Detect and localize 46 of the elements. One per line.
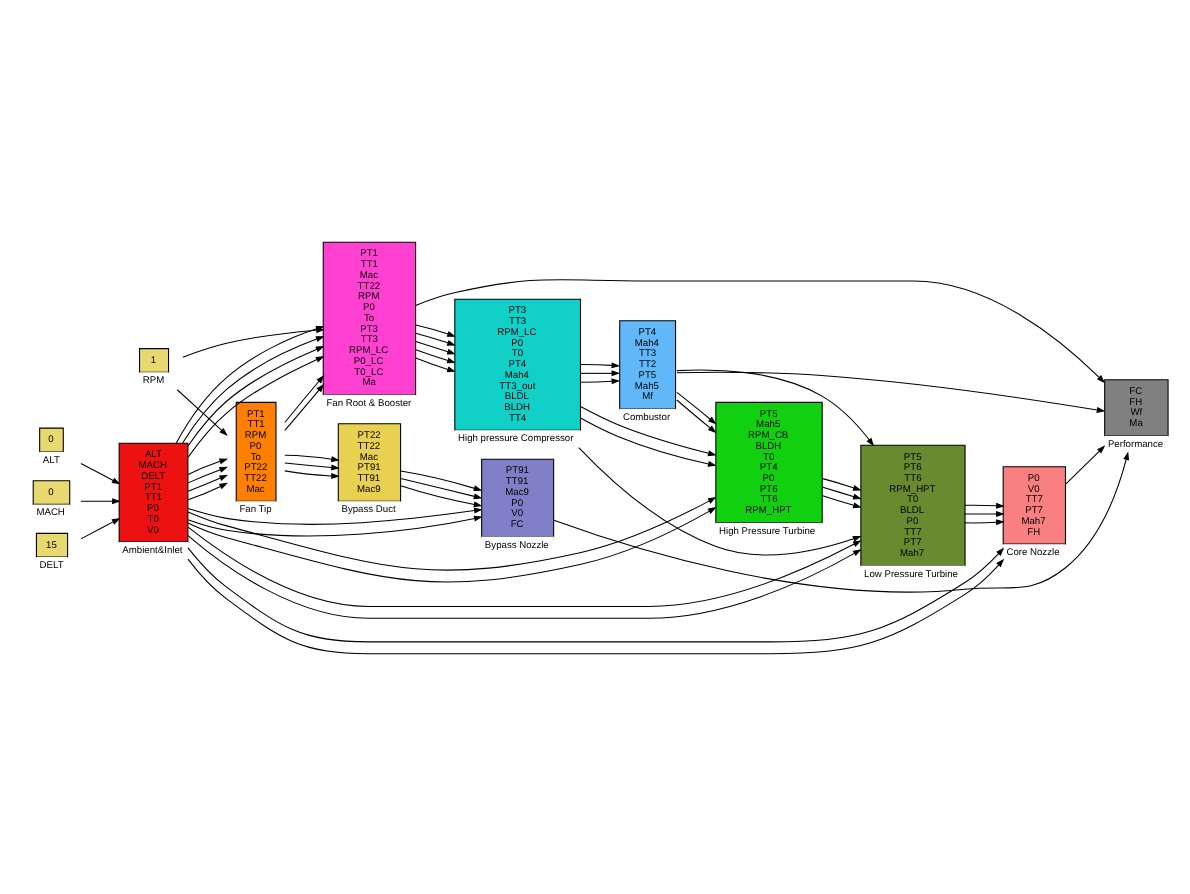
arrow [964,501,1005,508]
arrow [578,446,862,555]
arrow [676,398,717,433]
arrow [415,323,456,336]
arrow [415,340,456,354]
arrow [284,453,340,462]
arrow [1064,444,1106,484]
arrow [400,484,483,507]
arrow [415,278,1106,383]
arrow [552,450,1130,592]
arrow [187,506,717,582]
arrow [415,331,456,345]
arrow [187,506,483,524]
arrow [187,473,228,491]
arrow [284,382,325,430]
arrow [187,546,1005,642]
arrow [579,377,621,384]
arrow [284,461,340,470]
arrow [964,510,1005,517]
arrow [821,476,862,490]
arrow [80,497,121,504]
arrow [676,368,875,446]
arrow [579,416,717,466]
arrow [821,494,862,508]
arrow [284,469,340,478]
arrow [187,514,483,536]
arrow [187,525,862,606]
arrow [964,518,1005,525]
arrow [187,355,325,457]
arrow [284,373,325,422]
arrow [579,369,621,376]
arrow [676,370,1106,412]
arrow [579,361,621,368]
arrow [187,457,229,474]
arrow [415,348,456,363]
arrow [187,481,228,500]
arrow [400,476,483,499]
arrow [400,469,483,491]
arrow [176,388,228,435]
arrow [80,517,121,539]
arrow [676,390,717,424]
arrow [821,485,862,499]
arrow [80,461,121,484]
arrow [187,465,229,483]
arrow [415,356,456,372]
arrow [187,557,1005,654]
